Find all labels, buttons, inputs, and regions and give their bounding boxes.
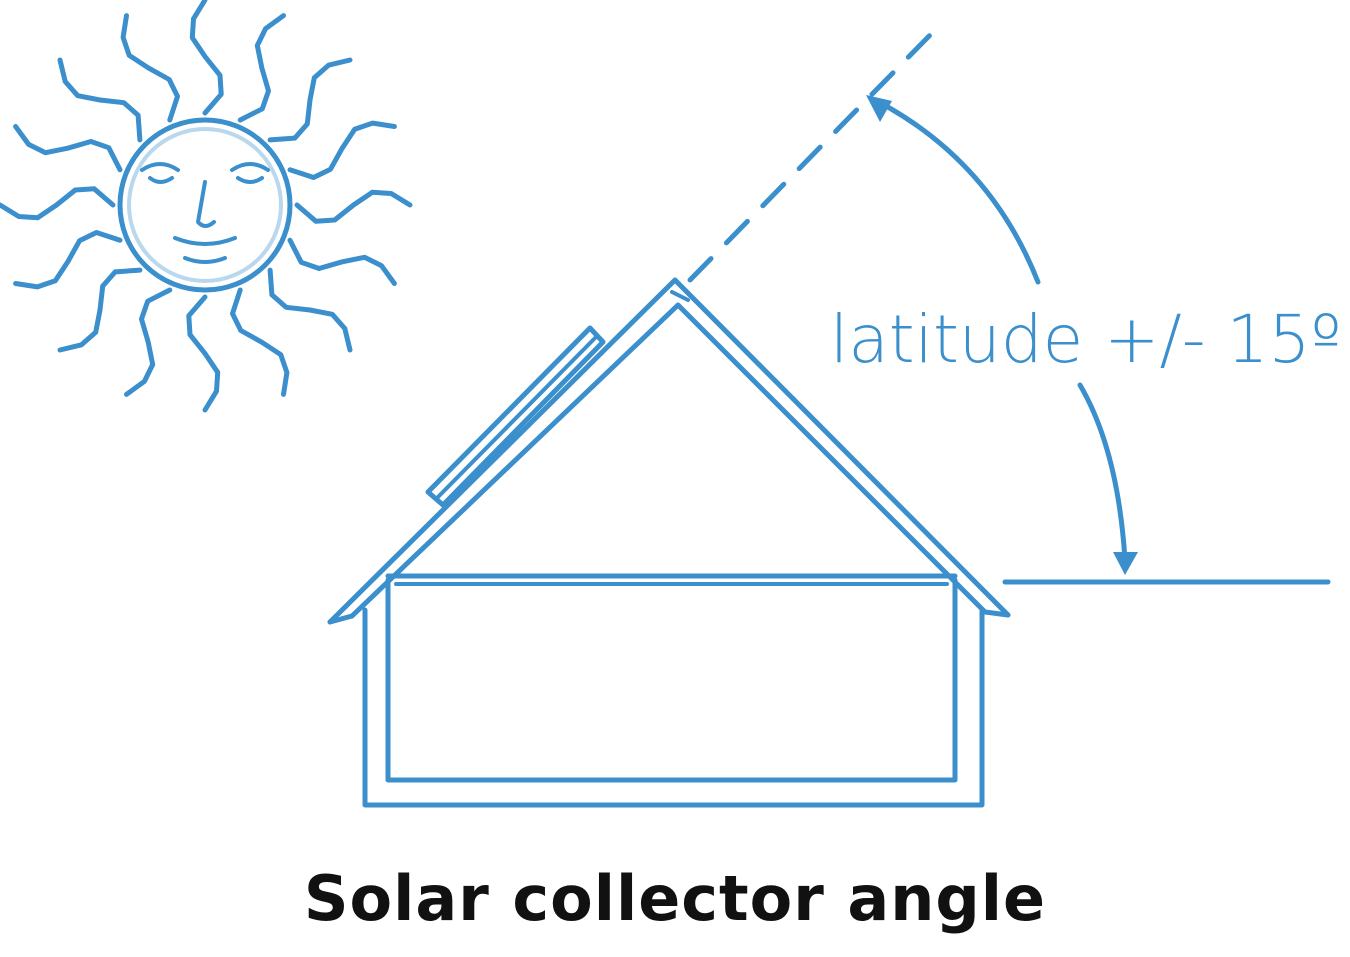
sun-ray [294, 189, 413, 224]
sun-ray [186, 294, 221, 413]
diagram-caption: Solar collector angle [303, 862, 1047, 935]
house [327, 277, 1011, 808]
sun-face [140, 162, 270, 264]
collector-angle-extension [687, 27, 938, 283]
sun-ray [124, 287, 173, 397]
angle-arc-upper [872, 97, 1041, 285]
sun-ray [230, 287, 290, 397]
arrowhead-upper [866, 95, 892, 122]
sun-with-face-icon [0, 0, 413, 413]
sun-ray [120, 13, 180, 123]
sun-ray [13, 230, 123, 290]
angle-arc-lower [1077, 382, 1128, 563]
sun-ray [267, 267, 353, 353]
solar-collector-panel [425, 325, 606, 508]
sun-ray [57, 57, 143, 143]
sun-ray [13, 124, 123, 173]
sun-ray [267, 57, 353, 143]
sun-ray [0, 186, 116, 221]
sun-ray [237, 13, 286, 123]
angle-label: latitude +/- 15º [830, 301, 1342, 378]
sun-rays [0, 0, 413, 413]
arrowhead-lower [1113, 552, 1138, 575]
sun-ray [287, 237, 397, 286]
sun-ray [287, 120, 397, 180]
sun-ray [189, 0, 224, 116]
sun-ray [57, 267, 143, 353]
